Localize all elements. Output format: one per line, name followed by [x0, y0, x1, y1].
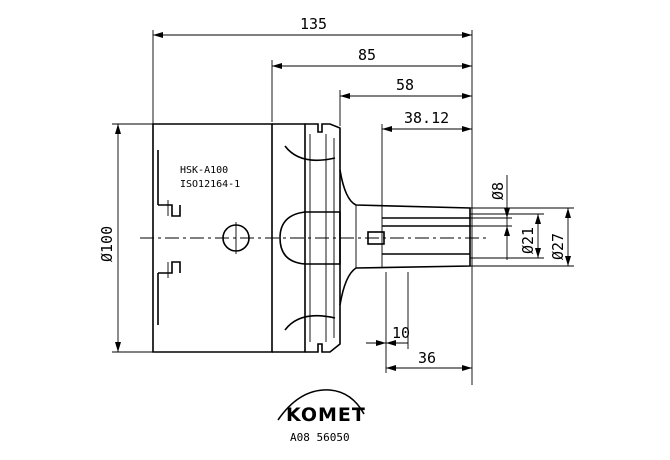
dim-bore-diameter: Ø21: [519, 227, 537, 254]
dim-flange-to-end: 58: [396, 76, 414, 94]
dim-clamp-length: 10: [392, 324, 410, 342]
dim-clamp-to-end: 36: [418, 349, 436, 367]
komet-logo: KOMET: [277, 389, 366, 426]
dim-body-to-end: 85: [358, 46, 376, 64]
standard-label: ISO12164-1: [180, 179, 240, 190]
dimension-lines: [152, 30, 473, 385]
dimension-lines-vertical: [112, 123, 574, 353]
dim-body-diameter: Ø100: [98, 226, 116, 262]
dim-shank-to-end: 38.12: [404, 109, 449, 127]
dim-outer-diameter: Ø27: [549, 233, 567, 260]
tool-holder-outline: [152, 123, 471, 353]
logo-arc: [277, 389, 365, 421]
dim-pin-diameter: Ø8: [489, 182, 507, 200]
dim-overall-length: 135: [300, 15, 327, 33]
model-label: HSK-A100: [180, 165, 228, 176]
article-number: A08 56050: [290, 431, 350, 444]
brand-name: KOMET: [286, 404, 366, 426]
